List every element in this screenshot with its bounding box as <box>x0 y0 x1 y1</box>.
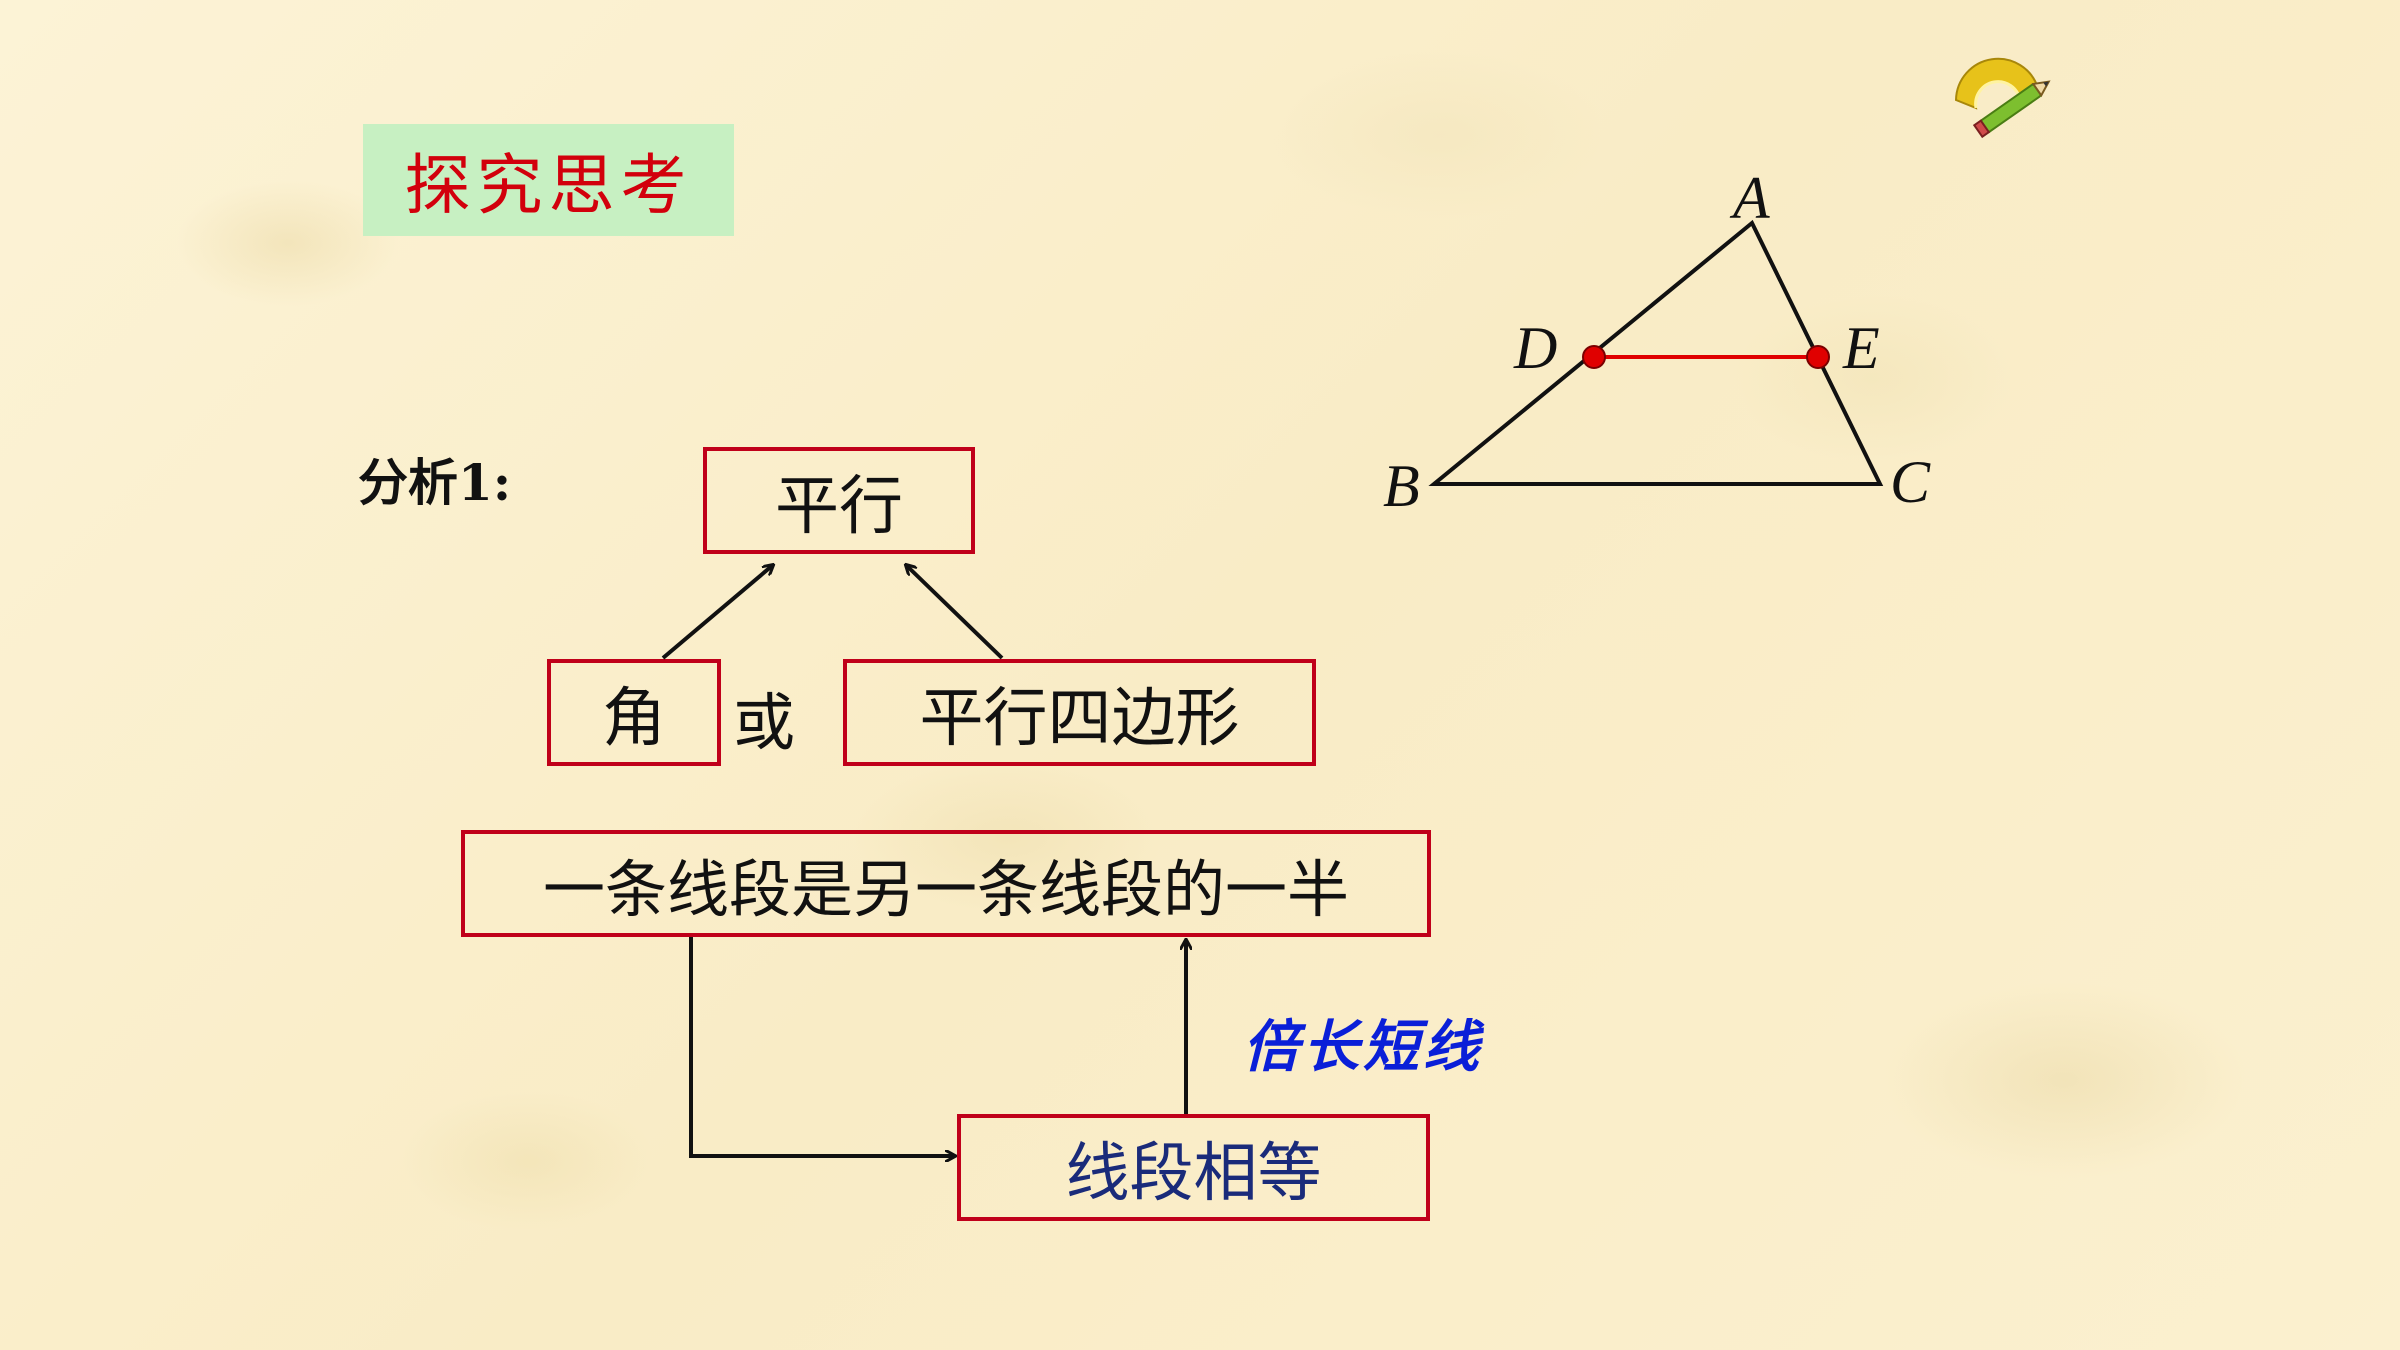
parallelogram-text: 平行四边形 <box>919 681 1240 756</box>
title-banner: 探究思考 <box>363 124 734 236</box>
parallel-box: 平行 <box>703 447 975 554</box>
triangle-abc <box>1428 219 1884 486</box>
parallelogram-to-parallel-arrow <box>906 565 1004 660</box>
angle-box: 角 <box>547 659 721 766</box>
point-e <box>1806 345 1830 369</box>
angle-to-parallel-arrow <box>661 565 773 660</box>
label-a: A <box>1729 165 1770 231</box>
parallelogram-box: 平行四边形 <box>843 659 1316 766</box>
half-relation-box: 一条线段是另一条线段的一半 <box>461 830 1431 937</box>
parallel-text: 平行 <box>775 469 903 544</box>
analysis-label: 分析1: <box>358 453 512 512</box>
label-d: D <box>1513 315 1557 381</box>
or-text: 或 <box>733 686 796 759</box>
point-d <box>1582 345 1606 369</box>
label-b: B <box>1383 453 1420 519</box>
equal-segments-box: 线段相等 <box>957 1114 1430 1221</box>
half-to-equal-connector <box>689 937 955 1156</box>
angle-text: 角 <box>602 681 666 756</box>
label-e: E <box>1842 315 1880 381</box>
half-relation-text: 一条线段是另一条线段的一半 <box>542 852 1349 926</box>
pencil-protractor-icon <box>1954 57 2051 139</box>
hint-text: 倍长短线 <box>1243 1014 1483 1080</box>
triangle-figure: A B C D E <box>1383 165 1931 519</box>
page-title: 探究思考 <box>404 147 693 224</box>
label-c: C <box>1890 449 1931 515</box>
equal-segments-text: 线段相等 <box>1065 1136 1322 1211</box>
